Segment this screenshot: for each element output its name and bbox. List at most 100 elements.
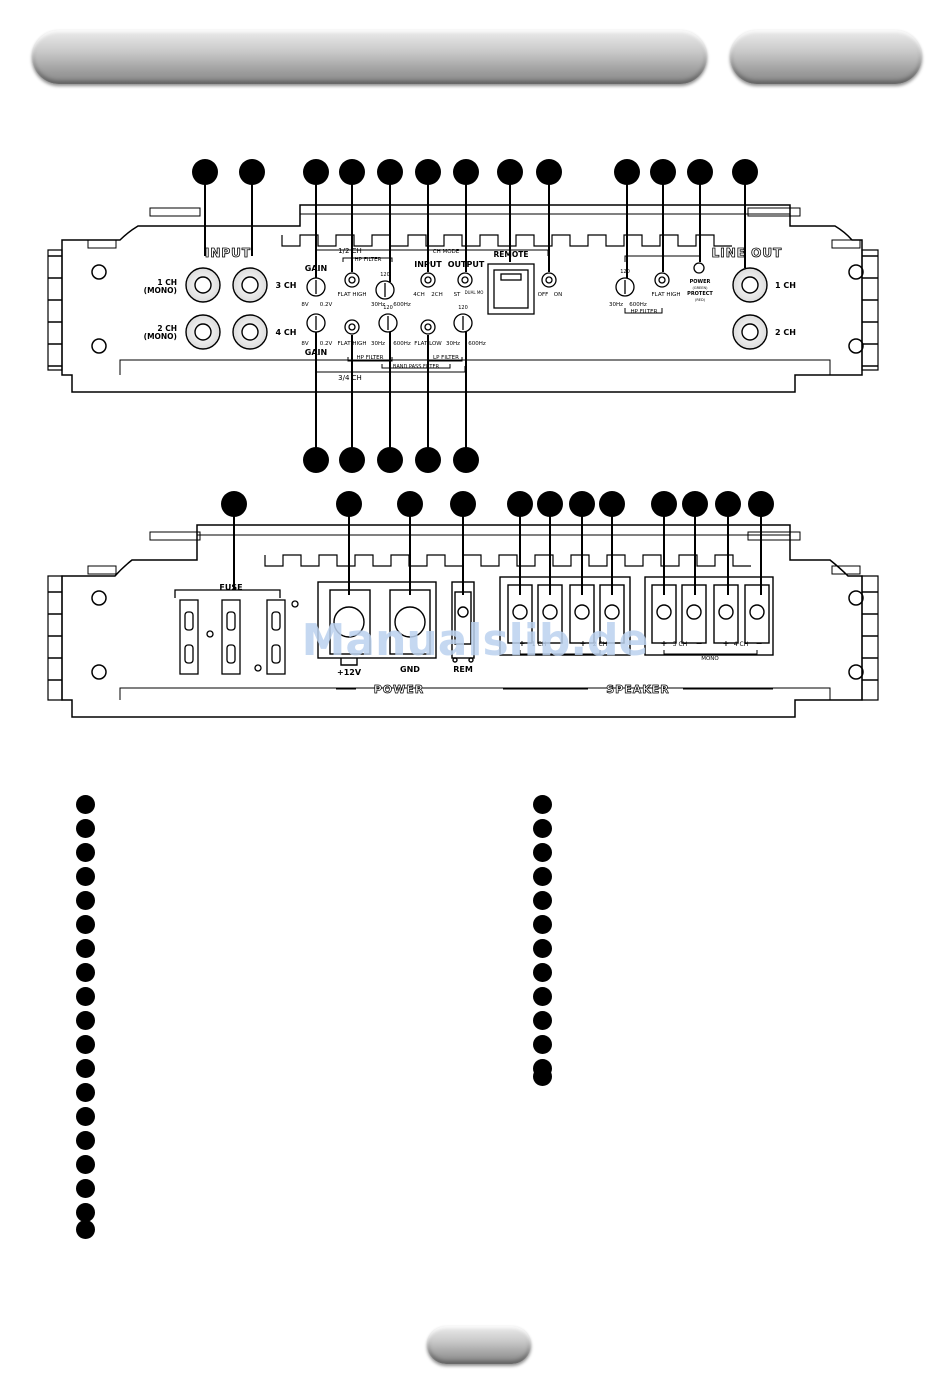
ch3-label: 3 CH	[673, 641, 687, 648]
speaker-terminals	[499, 576, 774, 656]
legend-marker	[533, 1011, 552, 1030]
rem-label: REM	[453, 665, 473, 674]
legend-marker	[533, 795, 552, 814]
power-section-label: POWER	[374, 683, 425, 696]
legend-marker	[76, 1059, 95, 1078]
legend-marker	[76, 1155, 95, 1174]
legend-marker	[76, 891, 95, 910]
front-rca-line-out	[732, 267, 768, 350]
ch2-label: 2 CH	[593, 641, 607, 648]
in-2ch-mono: (MONO)	[144, 332, 177, 341]
legend-marker	[76, 843, 95, 862]
legend-marker	[533, 843, 552, 862]
freq-30-a: 30Hz	[371, 302, 385, 308]
hp-filter-label-1: HP FILTER	[355, 257, 382, 263]
in-1ch-mono: (MONO)	[144, 286, 177, 295]
ch3-minus: −	[696, 639, 703, 648]
freq-30-c: 30Hz	[446, 341, 460, 347]
line-out-title: LINE OUT	[712, 246, 783, 260]
power-led-label: POWER	[690, 279, 711, 285]
power-led-sub: (GREEN)	[693, 286, 709, 290]
freq-600-b: 600Hz	[393, 341, 411, 347]
freq-30-d: 30Hz	[609, 302, 623, 308]
remote-on-label: ON	[554, 292, 562, 298]
hp-filter-label-3: HP FILTER	[631, 309, 658, 315]
legend-marker	[533, 819, 552, 838]
legend-marker	[76, 987, 95, 1006]
legend-marker	[76, 867, 95, 886]
legend-marker	[76, 939, 95, 958]
remote-port	[487, 263, 535, 315]
legend-marker	[76, 1220, 95, 1239]
speaker-section-label: SPEAKER	[606, 683, 670, 696]
in-2ch-label: 2 CH	[157, 324, 177, 333]
ch3-plus: +	[661, 639, 668, 648]
gnd-label: GND	[400, 665, 420, 674]
input-title: INPUT	[205, 246, 251, 260]
ch34-label: 3/4 CH	[338, 374, 362, 382]
fuse-block	[174, 589, 299, 675]
gain-max-top: 0.2V	[320, 302, 333, 308]
freq-600-c: 600Hz	[468, 341, 486, 347]
legend-marker	[76, 1107, 95, 1126]
ch4-label: 4 CH	[734, 641, 748, 648]
gain-min-top: 8V	[301, 302, 308, 308]
rear-callout-dots	[221, 491, 774, 517]
ch12-label: 1/2 CH	[338, 247, 362, 255]
freq-120-b: 120	[383, 305, 393, 311]
legend-marker	[76, 963, 95, 982]
ch4-label: 4 CH	[276, 328, 297, 337]
legend-marker	[76, 915, 95, 934]
legend-marker	[533, 915, 552, 934]
legend-marker	[533, 939, 552, 958]
protect-led-label: PROTECT	[687, 291, 713, 297]
out-2ch-label: 2 CH	[775, 328, 796, 337]
freq-600-d: 600Hz	[629, 302, 647, 308]
flat-high-label-3: FLAT HIGH	[652, 292, 681, 298]
output-st-label: ST	[454, 292, 461, 298]
power-terminals	[317, 581, 475, 666]
ch4-minus: −	[756, 639, 763, 648]
ch2-plus: +	[580, 639, 587, 648]
legend-marker	[533, 891, 552, 910]
ch1-plus: +	[519, 639, 526, 648]
output-dual-label: DUAL MO	[465, 290, 484, 295]
header-bar-side	[730, 30, 922, 84]
ch1-label: 1 CH	[532, 641, 546, 648]
legend-marker	[76, 795, 95, 814]
v12-label: +12V	[337, 668, 362, 677]
legend-marker	[76, 1011, 95, 1030]
watermark: Manualslib.de	[302, 615, 649, 666]
gain-min-bottom: 8V	[301, 341, 308, 347]
front-knobs	[306, 277, 635, 333]
remote-off-label: OFF	[538, 292, 549, 298]
lp-filter-label: LP FILTER	[433, 355, 459, 361]
legend-marker	[76, 1179, 95, 1198]
in-1ch-label: 1 CH	[157, 278, 177, 287]
flat-high-label-1: FLAT HIGH	[338, 292, 367, 298]
fuse-label: FUSE	[219, 583, 242, 592]
legend-marker	[76, 1203, 95, 1222]
rear-callout-lines	[233, 516, 762, 595]
mono-label: MONO	[701, 656, 719, 662]
legend-marker	[76, 1131, 95, 1150]
legend-marker	[533, 1035, 552, 1054]
ch-mode-label: CH MODE	[433, 249, 460, 255]
rear-panel	[47, 524, 879, 718]
freq-30-b: 30Hz	[371, 341, 385, 347]
front-panel	[47, 204, 879, 393]
legend-marker	[533, 1067, 552, 1086]
freq-120-a: 120	[380, 272, 390, 278]
ch4-plus: +	[723, 639, 730, 648]
freq-120-c: 120	[458, 305, 468, 311]
front-switches	[344, 262, 705, 335]
input-2ch-label: 2CH	[431, 292, 442, 298]
input-4ch-label: 4CH	[413, 292, 424, 298]
page-number-pill	[427, 1326, 531, 1364]
legend-marker	[533, 867, 552, 886]
front-callout-dots	[192, 159, 758, 473]
freq-120-d: 120	[620, 269, 630, 275]
legend-marker	[533, 963, 552, 982]
legend-marker	[533, 987, 552, 1006]
